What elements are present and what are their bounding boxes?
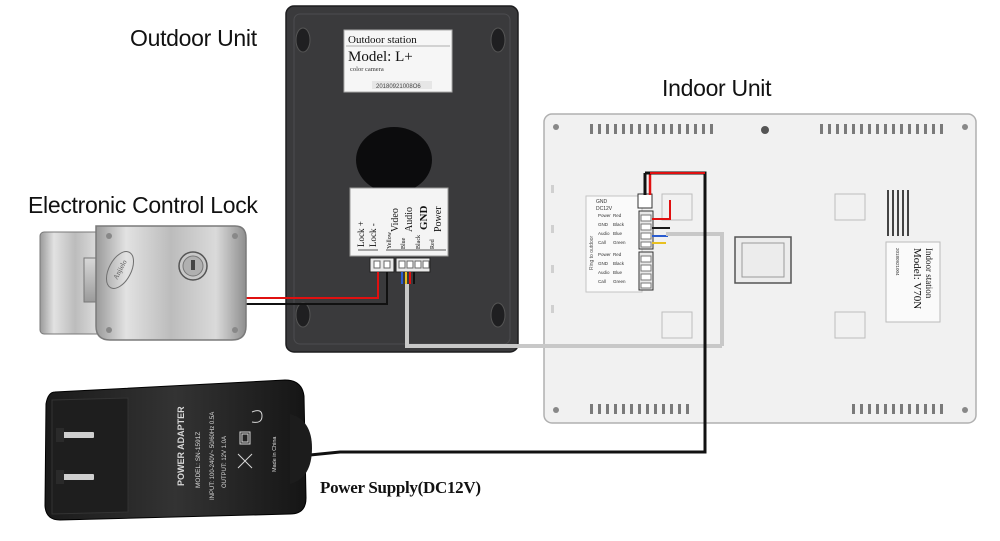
gray-signal-cable xyxy=(405,284,722,348)
indoor-row-color: Green xyxy=(613,279,626,284)
adapter-cert-icons xyxy=(237,410,263,469)
video-label: Video xyxy=(390,208,401,232)
power-label: Power xyxy=(433,206,444,232)
indoor-mount-slot xyxy=(834,311,866,339)
lock-plus-label: Lock + xyxy=(356,221,366,247)
indoor-row-color: Green xyxy=(613,240,626,245)
adapter-prong xyxy=(60,432,94,438)
indoor-terminal-sticker xyxy=(585,195,643,293)
outdoor-unit-title: Outdoor Unit xyxy=(130,25,257,51)
adapter-input-text: INPUT: 100-240V~ 50/60Hz 0.5A xyxy=(210,412,216,500)
indoor-row-color: Red xyxy=(613,252,622,257)
indoor-row-name: GND xyxy=(598,261,609,266)
indoor-row-name: Call xyxy=(598,240,606,245)
indoor-speaker-grille xyxy=(887,190,909,236)
indoor-row-name: Audio xyxy=(598,231,610,236)
indoor-station-text: Indoor station xyxy=(924,248,934,299)
indoor-row-name: Power xyxy=(598,252,611,257)
outdoor-terminal-label xyxy=(349,187,449,257)
indoor-gnd-label: GND xyxy=(596,199,608,205)
audio-label: Audio xyxy=(404,207,415,232)
indoor-unit-title: Indoor Unit xyxy=(662,75,772,101)
adapter-prong xyxy=(60,474,94,480)
gnd-label: GND xyxy=(418,206,430,231)
lock-red-wire xyxy=(245,272,379,299)
wires xyxy=(245,171,722,457)
indoor-row-color: Black xyxy=(613,261,625,266)
lock-black-wire xyxy=(245,272,388,305)
indoor-model-text: Model: V70N xyxy=(911,248,923,309)
indoor-power-in-label: DC12V xyxy=(596,206,613,212)
black-label: Black xyxy=(416,235,422,249)
indoor-mount-slot xyxy=(661,193,693,221)
power-supply-title: Power Supply(DC12V) xyxy=(320,478,481,497)
indoor-row-name: Power xyxy=(598,213,611,218)
lock-minus-label: Lock - xyxy=(368,223,378,247)
outdoor-sub-text: color camera xyxy=(350,66,384,73)
indoor-hang-hole xyxy=(761,126,769,134)
outdoor-mount-slot xyxy=(490,27,506,53)
electronic-lock-title: Electronic Control Lock xyxy=(28,192,258,218)
indoor-screw-hole xyxy=(553,124,559,130)
indoor-serial-text: 20180921004 xyxy=(895,248,900,276)
indoor-terminal-connectors xyxy=(637,193,654,291)
indoor-model-label: Indoor station Model: V70N 20180921004 xyxy=(885,241,941,323)
indoor-row-color: Blue xyxy=(613,270,623,275)
outdoor-serial-text: 20180921008O6 xyxy=(376,84,421,90)
outdoor-mount-slot xyxy=(490,302,506,328)
indoor-row-name: Call xyxy=(598,279,606,284)
red-label: Red xyxy=(430,239,436,249)
blue-label: Blue xyxy=(401,237,407,249)
indoor-row-color: Black xyxy=(613,222,625,227)
outdoor-mount-slot xyxy=(295,302,311,328)
indoor-side-text: Ring to outdoor xyxy=(589,235,595,270)
lock-body xyxy=(95,225,247,341)
indoor-row-name: GND xyxy=(598,222,609,227)
indoor-row-name: Audio xyxy=(598,270,610,275)
outdoor-station-text: Outdoor station xyxy=(348,34,417,46)
outdoor-model-text: Model: L+ xyxy=(348,49,413,65)
indoor-center-recess xyxy=(734,236,792,284)
adapter-made-text: Made in China xyxy=(272,436,278,472)
indoor-mount-slot xyxy=(661,311,693,339)
indoor-vent-top-left xyxy=(590,124,713,134)
power-adapter: POWER ADAPTER MODEL: SN-1591Z INPUT: 100… xyxy=(44,379,312,521)
outdoor-unit: Outdoor station Model: L+ color camera 2… xyxy=(285,5,519,353)
indoor-row-color: Blue xyxy=(613,231,623,236)
indoor-vent-top-right xyxy=(820,124,943,134)
lock-brand-mark xyxy=(105,251,135,289)
adapter-output-text: OUTPUT: 12V 1.0A xyxy=(222,436,228,488)
outdoor-mount-slot xyxy=(295,27,311,53)
adapter-title-text: POWER ADAPTER xyxy=(176,406,186,486)
adapter-model-text: MODEL: SN-1591Z xyxy=(195,432,202,488)
indoor-mount-slot xyxy=(834,193,866,221)
indoor-vent-bottom-left xyxy=(590,404,689,414)
yellow-label: Yellow xyxy=(387,231,393,249)
electronic-lock: Anjielo xyxy=(39,225,247,341)
indoor-screw-hole xyxy=(962,124,968,130)
outdoor-cable-hole xyxy=(356,127,432,193)
indoor-row-color: Red xyxy=(613,213,622,218)
indoor-vent-bottom-right xyxy=(852,404,943,414)
